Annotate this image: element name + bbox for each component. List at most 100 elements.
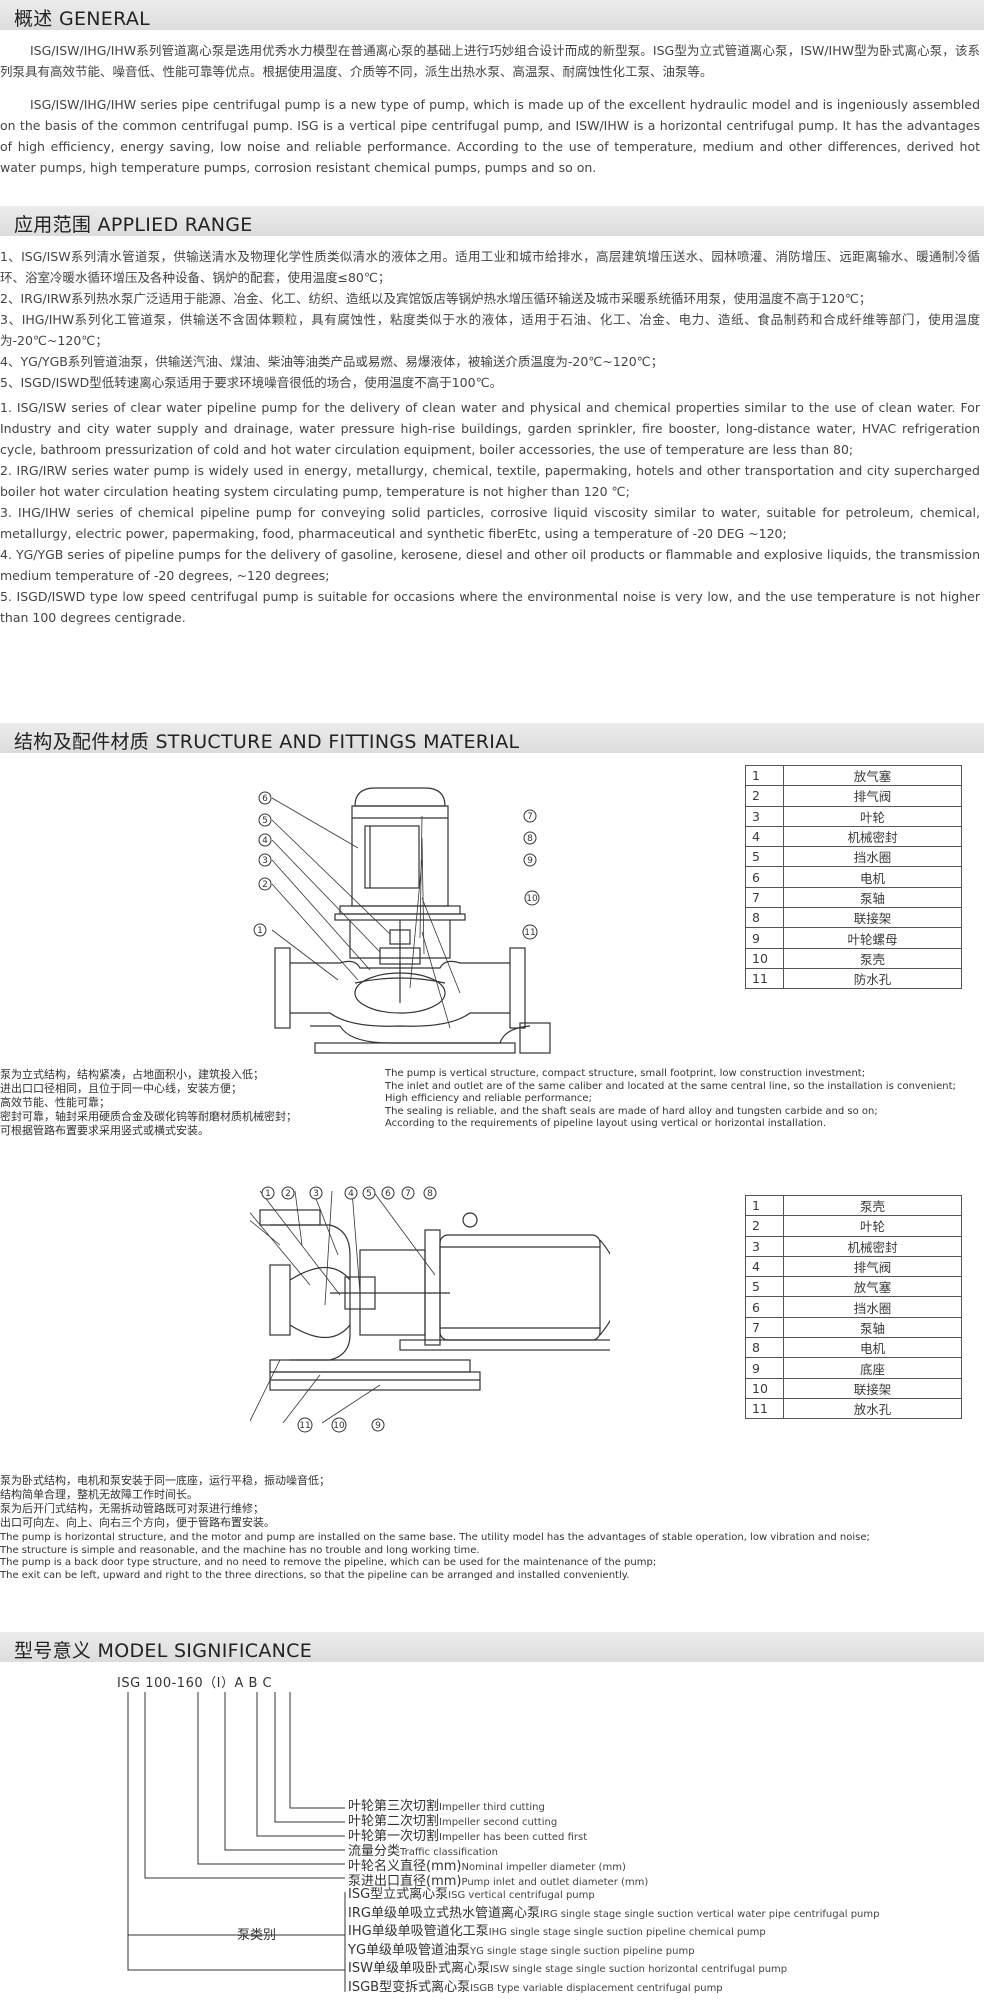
part-name: 排气阀 (783, 1255, 962, 1278)
part-number: 1 (745, 764, 784, 787)
pump-type-item: ISW单级单吸卧式离心泵ISW single stage single suct… (348, 1961, 788, 1976)
callout-4: 4 (262, 836, 268, 846)
range-en-item: 3. IHG/IHW series of chemical pipeline p… (0, 505, 980, 541)
callout-2: 2 (285, 1189, 291, 1199)
part-number: 11 (745, 1397, 784, 1420)
part-name: 放水孔 (783, 1397, 962, 1420)
range-cn-item: 3、IHG/IHW系列化工管道泵，供输送不含固体颗粒，具有腐蚀性，粘度类似于水的… (0, 312, 980, 348)
range-cn-item: 1、ISG/ISW系列清水管道泵，供输送清水及物理化学性质类似清水的液体之用。适… (0, 249, 980, 285)
callout-8: 8 (527, 834, 533, 844)
part-name: 电机 (783, 866, 962, 888)
range-cn-item: 4、YG/YGB系列管道油泵，供输送汽油、煤油、柴油等油类产品或易燃、易爆液体，… (0, 354, 664, 369)
horizontal-pump-diagram: 1 (250, 1190, 610, 1424)
part-name: 防水孔 (783, 967, 962, 990)
part-number: 7 (745, 886, 784, 909)
callout-2: 2 (262, 880, 268, 890)
vertical-desc-cn: 泵为立式结构，结构紧凑，占地面积小，建筑投入低； 进出口口径相同，且位于同一中心… (0, 1068, 297, 1137)
callout-1: 1 (265, 1189, 271, 1199)
callout-10: 10 (333, 1421, 345, 1431)
section-title: 应用范围 APPLIED RANGE (14, 214, 253, 236)
horizontal-callouts: 1 2 3 4 5 6 7 8 11 10 9 (261, 1186, 437, 1433)
model-label: 流量分类Traffic classification (348, 1844, 498, 1859)
range-en-item: 1. ISG/ISW series of clear water pipelin… (0, 400, 980, 457)
horizontal-desc-en: The pump is horizontal structure, and th… (0, 1532, 870, 1581)
model-label-list: 叶轮第三次切割Impeller third cutting 叶轮第二次切割Imp… (348, 1800, 648, 1890)
general-text: ISG/ISW/IHG/IHW系列管道离心泵是选用优秀水力模型在普通离心泵的基础… (0, 40, 980, 178)
section-header-model: 型号意义 MODEL SIGNIFICANCE (0, 1632, 984, 1662)
part-number: 6 (745, 866, 784, 888)
model-code: ISG 100-160（I）A B C (117, 1676, 273, 1691)
part-number: 5 (745, 1276, 784, 1298)
callout-9: 9 (527, 856, 533, 866)
part-name: 放气塞 (783, 764, 962, 787)
part-number: 10 (745, 1377, 784, 1399)
part-number: 4 (745, 825, 784, 848)
pump-type-list: ISG型立式离心泵ISG vertical centrifugal pump I… (348, 1886, 879, 1997)
part-number: 11 (745, 967, 784, 990)
model-label: 叶轮名义直径(mm)Nominal impeller diameter (mm) (348, 1859, 626, 1874)
model-label: 叶轮第二次切割Impeller second cutting (348, 1814, 558, 1829)
part-number: 5 (745, 846, 784, 868)
part-name: 叶轮 (783, 805, 962, 827)
part-name: 泵壳 (783, 947, 962, 969)
part-name: 叶轮螺母 (783, 927, 962, 949)
part-name: 挡水圈 (783, 1296, 962, 1318)
section-title: 型号意义 MODEL SIGNIFICANCE (14, 1640, 313, 1662)
part-number: 2 (745, 1215, 784, 1237)
model-bracket-lines (127, 1692, 346, 1992)
part-name: 联接架 (783, 907, 962, 929)
section-title: 结构及配件材质 STRUCTURE AND FITTINGS MATERIAL (14, 731, 520, 753)
vertical-pump-diagram: 6 5 4 3 2 1 7 8 9 10 11 (253, 787, 551, 1054)
model-label: 叶轮第一次切割Impeller has been cutted first (348, 1829, 588, 1844)
pump-type-item: ISG型立式离心泵ISG vertical centrifugal pump (348, 1887, 595, 1902)
callout-8: 8 (427, 1189, 433, 1199)
part-number: 8 (745, 907, 784, 929)
part-name: 叶轮 (783, 1215, 962, 1237)
part-name: 泵壳 (783, 1194, 962, 1217)
callout-3: 3 (262, 856, 268, 866)
callout-1: 1 (257, 926, 263, 936)
part-name: 机械密封 (783, 825, 962, 848)
callout-11: 11 (299, 1421, 310, 1431)
vertical-desc-en: The pump is vertical structure, compact … (385, 1068, 956, 1129)
callout-10: 10 (526, 894, 538, 904)
callout-4: 4 (348, 1189, 354, 1199)
range-cn-item: 2、IRG/IRW系列热水泵广泛适用于能源、冶金、化工、纺织、造纸以及宾馆饭店等… (0, 291, 872, 306)
callout-6: 6 (385, 1189, 391, 1199)
callout-7: 7 (405, 1189, 411, 1199)
pump-type-item: IRG单级单吸立式热水管道离心泵IRG single stage single … (348, 1905, 880, 1921)
pump-type-label: 泵类别 (237, 1928, 277, 1943)
range-en-item: 4. YG/YGB series of pipeline pumps for t… (0, 547, 980, 583)
part-number: 7 (745, 1316, 784, 1339)
part-number: 1 (745, 1194, 784, 1217)
part-name: 挡水圈 (783, 846, 962, 868)
part-number: 3 (745, 1235, 784, 1257)
callout-6: 6 (262, 794, 268, 804)
callout-9: 9 (375, 1421, 381, 1431)
callout-5: 5 (262, 816, 268, 826)
section-header-general: 概述 GENERAL (0, 0, 984, 30)
part-name: 排气阀 (783, 785, 962, 807)
part-name: 泵轴 (783, 886, 962, 909)
part-name: 放气塞 (783, 1276, 962, 1298)
part-number: 4 (745, 1255, 784, 1278)
pump-type-item: IHG单级单吸管道化工泵IHG single stage single suct… (348, 1924, 766, 1939)
callout-7: 7 (527, 812, 533, 822)
